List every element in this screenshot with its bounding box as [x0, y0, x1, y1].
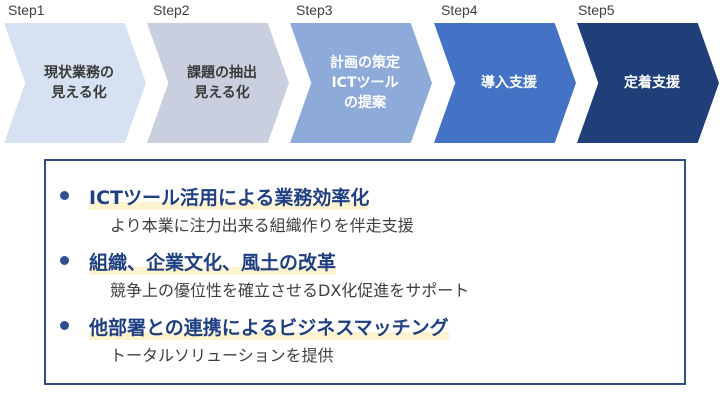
step-chevron-5: 定着支援: [577, 23, 719, 143]
step-chevron-2: 課題の抽出 見える化: [147, 23, 289, 143]
step-text: 計画の策定 ICTツール の提案: [330, 55, 400, 111]
key-point-description: トータルソリューションを提供: [110, 346, 334, 365]
bullet-icon: [60, 256, 69, 265]
key-points-box: ICTツール活用による業務効率化 より本業に注力出来る組織作りを伴走支援 組織、…: [44, 159, 686, 385]
step-label-5: Step5: [578, 2, 615, 18]
step-text: 現状業務の 見える化: [44, 65, 114, 101]
step-label-2: Step2: [153, 2, 190, 18]
step-text: 定着支援: [624, 75, 680, 91]
step-label-3: Step3: [296, 2, 333, 18]
key-point-heading: 組織、企業文化、風土の改革: [89, 248, 337, 275]
step-chevron-4: 導入支援: [434, 23, 576, 143]
key-point-heading: 他部署との連携によるビジネスマッチング: [89, 313, 449, 340]
step-label-1: Step1: [8, 2, 45, 18]
step-text: 導入支援: [481, 75, 537, 91]
key-point-description: より本業に注力出来る組織作りを伴走支援: [110, 216, 414, 235]
bullet-icon: [60, 191, 69, 200]
key-point-description: 競争上の優位性を確立させるDX化促進をサポート: [110, 281, 470, 300]
bullet-icon: [60, 321, 69, 330]
step-label-4: Step4: [441, 2, 478, 18]
step-chevron-1: 現状業務の 見える化: [4, 23, 146, 143]
key-point-heading: ICTツール活用による業務効率化: [89, 183, 370, 210]
step-chevron-3: 計画の策定 ICTツール の提案: [290, 23, 432, 143]
step-text: 課題の抽出 見える化: [187, 65, 257, 101]
